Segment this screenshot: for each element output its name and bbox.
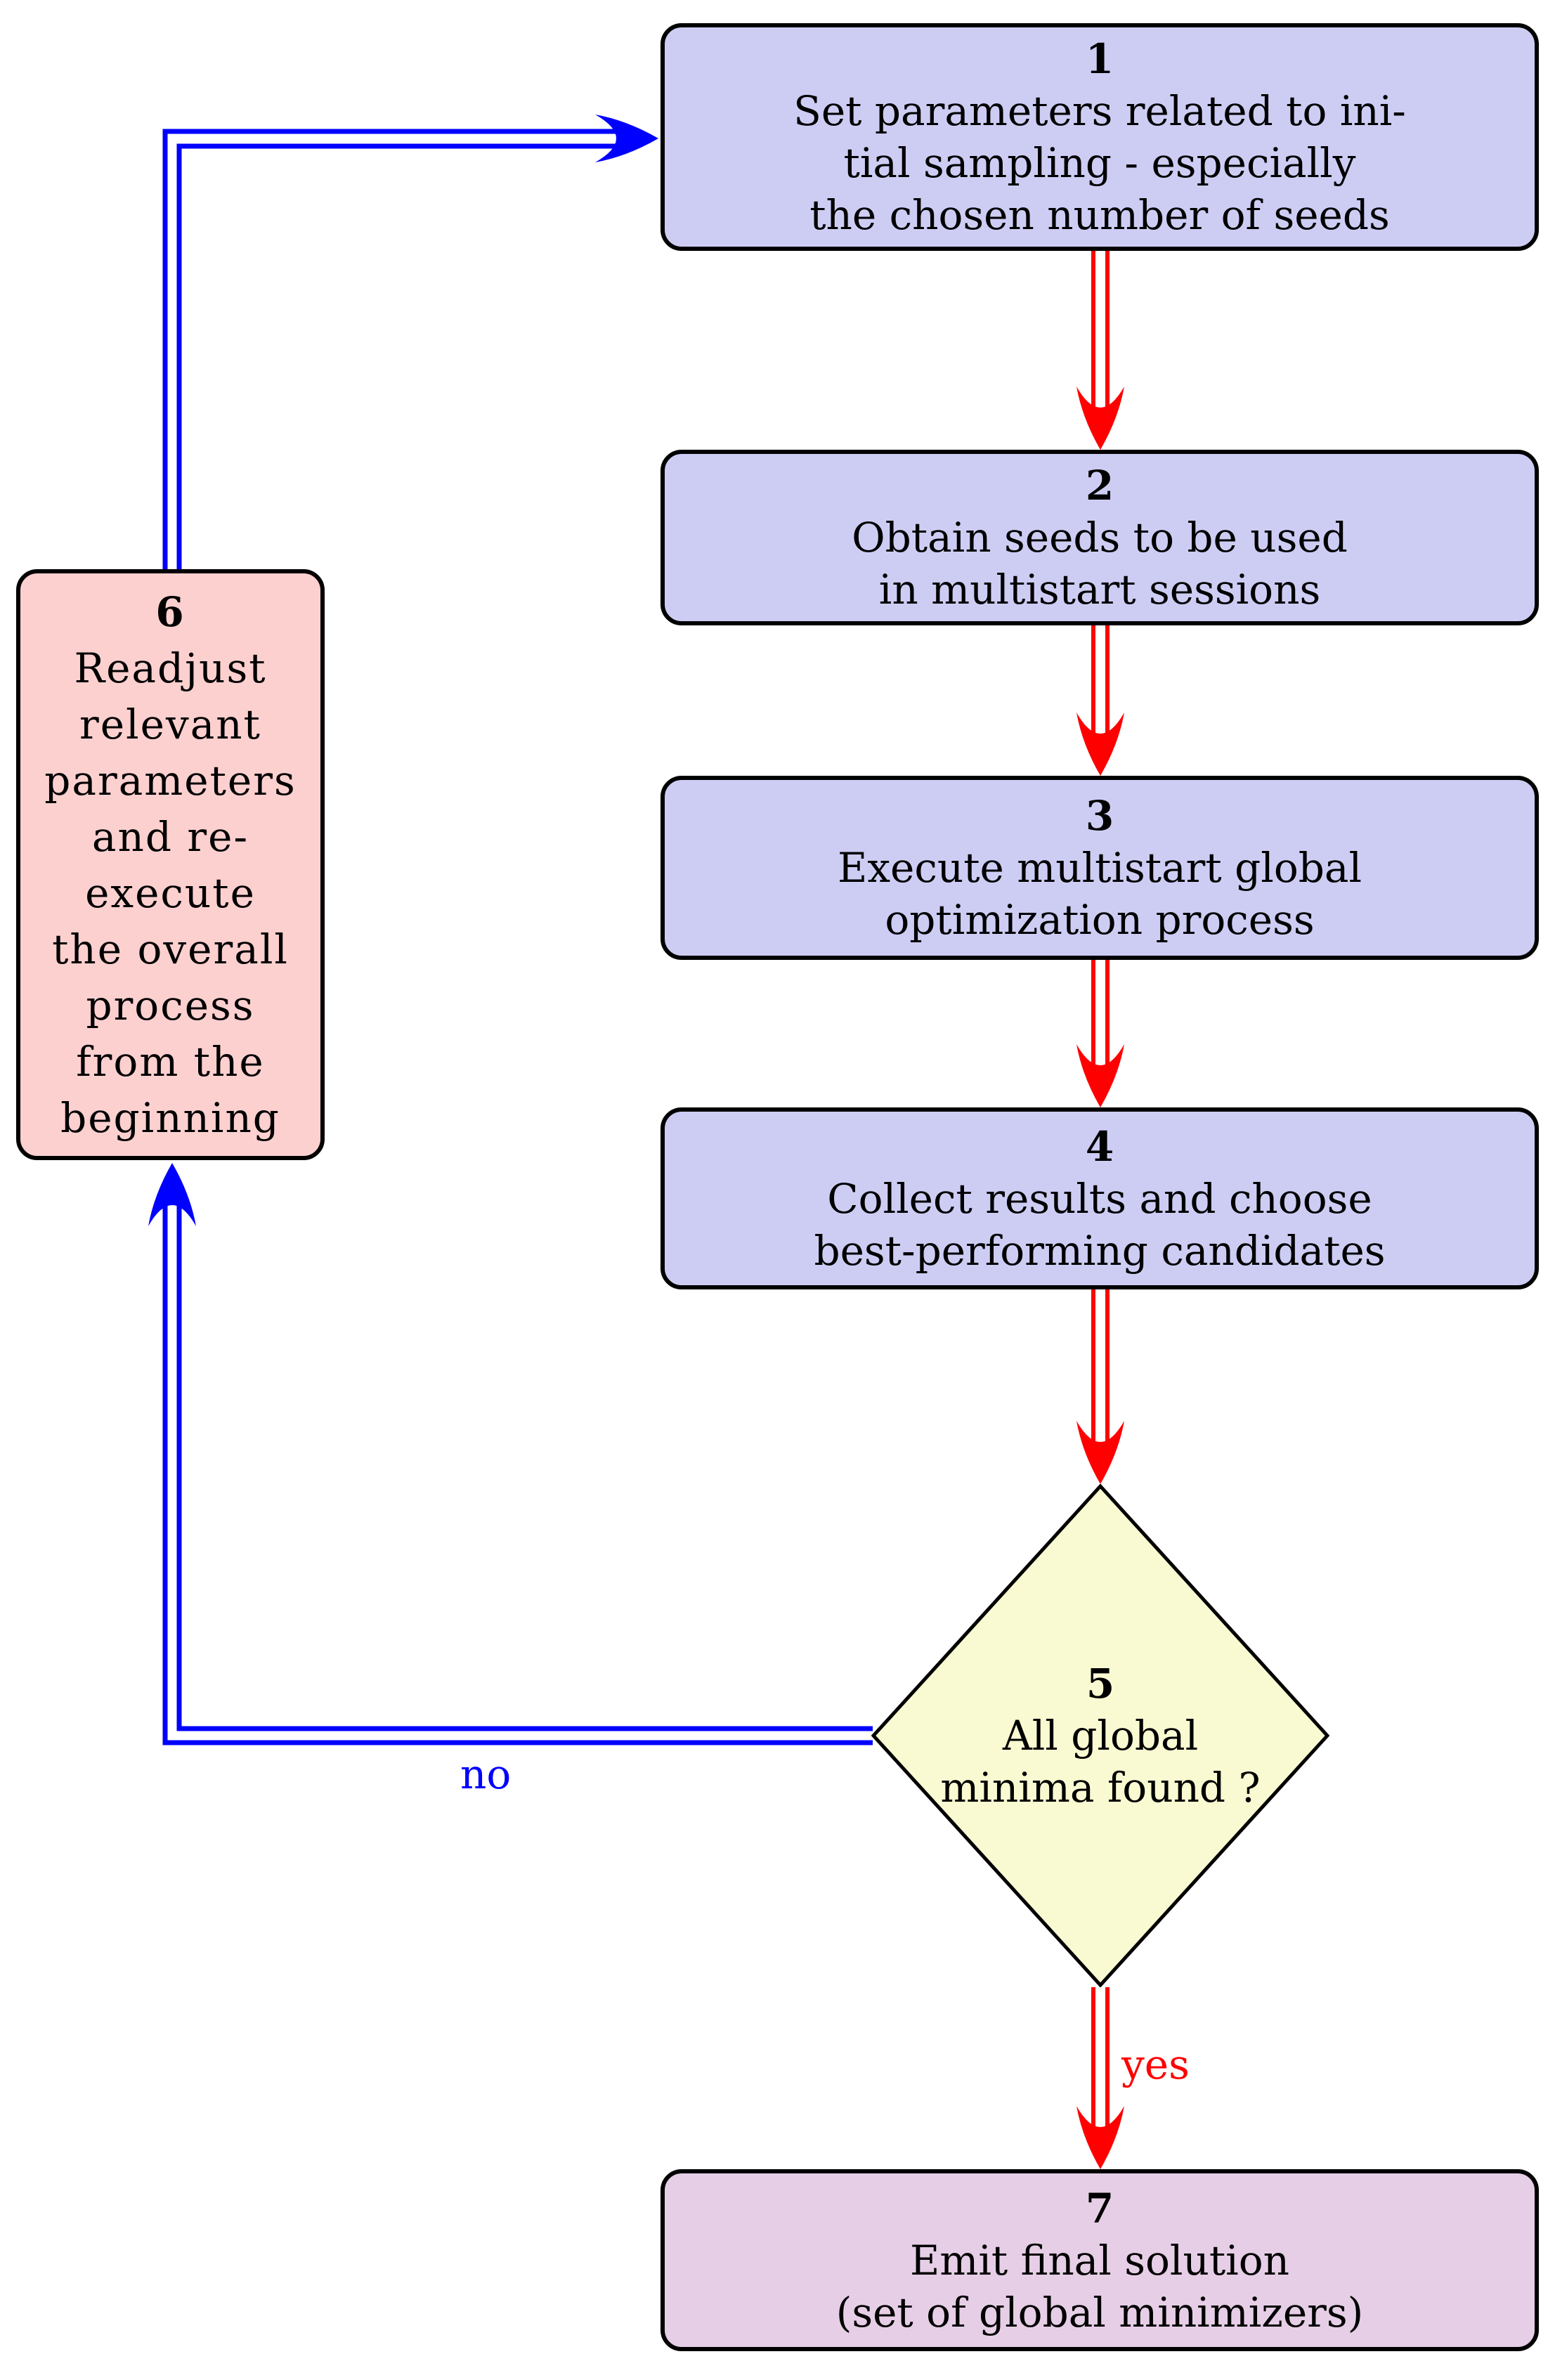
node-text-line: Execute multistart global xyxy=(837,844,1362,892)
node-text-line: best-performing candidates xyxy=(814,1226,1386,1275)
node-decision-all-minima-found: 5 All global minima found ? xyxy=(871,1484,1329,1987)
node-number: 4 xyxy=(1085,1122,1114,1171)
node-text-line: and re- xyxy=(91,812,249,861)
arrow-decision-no-to-readjust xyxy=(148,1163,873,1745)
node-text-line: beginning xyxy=(60,1093,280,1142)
node-text-line: relevant xyxy=(79,700,261,748)
arrowhead-down-icon xyxy=(1076,1044,1124,1107)
arrowhead-down-icon xyxy=(1076,386,1124,450)
node-number: 1 xyxy=(1085,35,1114,83)
arrow-step3-to-step4 xyxy=(1076,960,1124,1107)
edge-label-yes: yes xyxy=(1121,2041,1190,2088)
node-number: 2 xyxy=(1085,462,1114,509)
node-text-line: All global xyxy=(1002,1712,1199,1760)
arrowhead-right-icon xyxy=(595,115,658,162)
node-number: 5 xyxy=(1086,1660,1115,1708)
node-text-line: Set parameters related to ini- xyxy=(793,87,1406,135)
node-text-line: optimization process xyxy=(885,896,1315,944)
node-text-line: Readjust xyxy=(74,644,267,692)
diamond-shape xyxy=(871,1484,1329,1987)
arrow-step1-to-step2 xyxy=(1076,251,1124,450)
node-number: 3 xyxy=(1085,792,1114,840)
node-text-line: Collect results and choose xyxy=(827,1174,1372,1223)
node-text-line: the overall xyxy=(52,925,289,973)
arrow-step2-to-step3 xyxy=(1076,625,1124,776)
arrow-readjust-to-step1 xyxy=(162,115,658,569)
node-text-line: Emit final solution xyxy=(910,2236,1289,2284)
node-readjust-parameters: 6 Readjust relevant parameters and re- e… xyxy=(16,569,325,1160)
arrowhead-down-icon xyxy=(1076,1421,1124,1484)
edge-label-no: no xyxy=(460,1750,512,1798)
arrow-decision-yes-to-final xyxy=(1076,1987,1124,2169)
node-text-line: Obtain seeds to be used xyxy=(852,514,1348,561)
node-text-line: parameters xyxy=(44,756,297,805)
node-text-line: from the xyxy=(76,1037,265,1086)
node-text-line: the chosen number of seeds xyxy=(809,191,1390,239)
arrowhead-up-icon xyxy=(148,1163,196,1226)
node-number: 6 xyxy=(155,587,186,636)
node-text-line: (set of global minimizers) xyxy=(835,2288,1364,2336)
node-text-line: in multistart sessions xyxy=(878,566,1321,613)
node-text-line: tial sampling - especially xyxy=(843,139,1356,187)
arrowhead-down-icon xyxy=(1076,713,1124,776)
arrow-step4-to-decision xyxy=(1076,1289,1124,1484)
node-number: 7 xyxy=(1085,2184,1114,2232)
node-text-line: minima found ? xyxy=(940,1764,1261,1812)
node-set-parameters: 1 Set parameters related to ini- tial sa… xyxy=(661,23,1539,251)
node-collect-results: 4 Collect results and choose best-perfor… xyxy=(661,1107,1539,1289)
node-text-line: execute xyxy=(85,869,256,917)
arrowhead-down-icon xyxy=(1076,2106,1124,2169)
node-text-line: process xyxy=(86,981,255,1029)
node-execute-multistart: 3 Execute multistart global optimization… xyxy=(661,776,1539,960)
node-obtain-seeds: 2 Obtain seeds to be used in multistart … xyxy=(661,450,1539,625)
node-emit-final-solution: 7 Emit final solution (set of global min… xyxy=(661,2169,1539,2351)
